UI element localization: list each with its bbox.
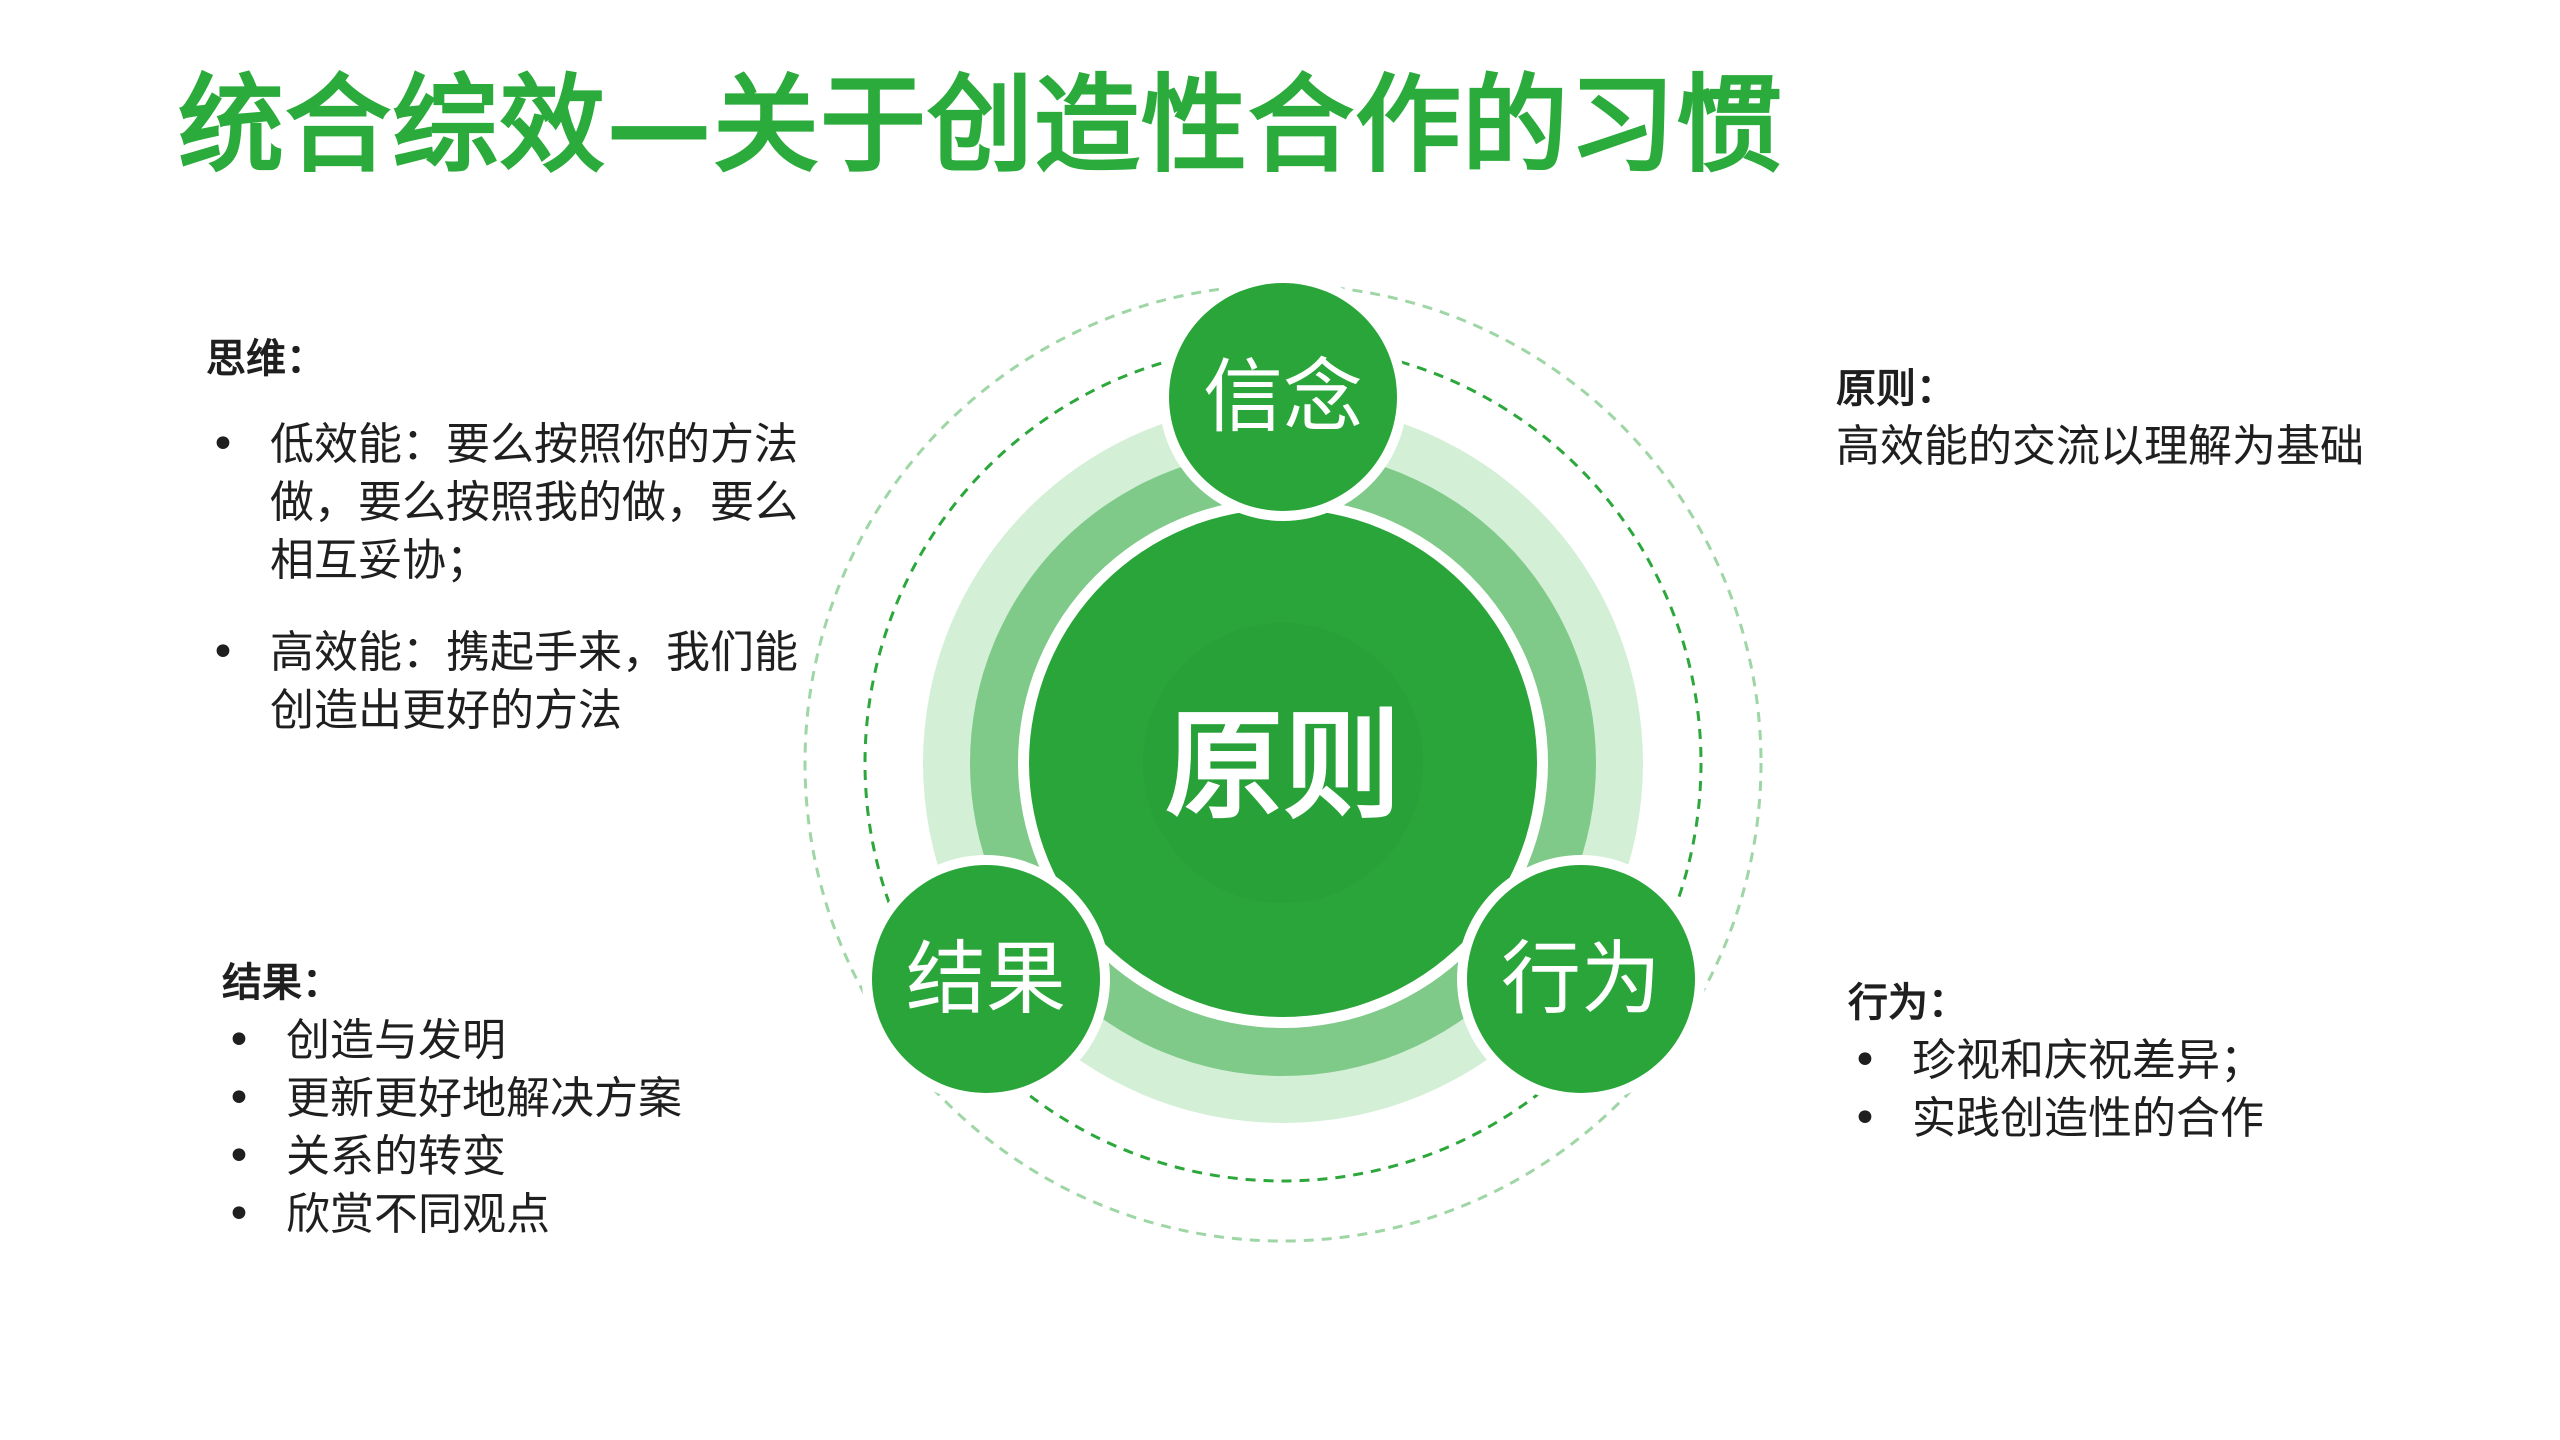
- list-item: • 实践创造性的合作: [1848, 1090, 2488, 1148]
- bullet-icon: •: [1852, 1035, 1878, 1086]
- principle-section: 原则： 高效能的交流以理解为基础: [1836, 360, 2476, 476]
- node-top: [1169, 283, 1397, 511]
- list-item: • 创造与发明: [222, 1012, 842, 1070]
- bullet-icon: •: [1852, 1093, 1878, 1144]
- list-item-text: 更新更好地解决方案: [286, 1073, 682, 1124]
- bullet-icon: •: [226, 1131, 252, 1182]
- list-item: • 珍视和庆祝差异；: [1848, 1032, 2488, 1090]
- list-item: • 欣赏不同观点: [222, 1186, 842, 1244]
- thinking-list: • 低效能：要么按照你的方法做，要么按照我的做，要么相互妥协； • 高效能：携起…: [206, 416, 826, 740]
- list-item-text: 创造与发明: [286, 1015, 506, 1066]
- principle-heading: 原则：: [1836, 366, 1956, 412]
- thinking-heading: 思维：: [206, 336, 326, 382]
- principle-text: 高效能的交流以理解为基础: [1836, 421, 2364, 472]
- node-top-label: 信念: [1203, 351, 1363, 444]
- list-item-text: 低效能：要么按照你的方法做，要么按照我的做，要么相互妥协；: [270, 419, 798, 586]
- bullet-icon: •: [226, 1015, 252, 1066]
- node-right-label: 行为: [1501, 933, 1661, 1026]
- node-left-label: 结果: [906, 933, 1066, 1026]
- list-item-text: 珍视和庆祝差异；: [1912, 1035, 2264, 1086]
- list-item: • 关系的转变: [222, 1128, 842, 1186]
- center-inner-glow: [1143, 623, 1423, 903]
- list-item-text: 关系的转变: [286, 1131, 506, 1182]
- list-item: • 低效能：要么按照你的方法做，要么按照我的做，要么相互妥协；: [206, 416, 826, 590]
- center-label: 原则: [1165, 697, 1401, 835]
- page-title: 统合综效—关于创造性合作的习惯: [178, 64, 1783, 187]
- thinking-section: 思维： • 低效能：要么按照你的方法做，要么按照我的做，要么相互妥协； • 高效…: [206, 330, 826, 774]
- bullet-icon: •: [226, 1073, 252, 1124]
- list-item-text: 欣赏不同观点: [286, 1189, 550, 1240]
- result-list: • 创造与发明 • 更新更好地解决方案 • 关系的转变 • 欣赏不同观点: [222, 1012, 842, 1244]
- list-item: • 高效能：携起手来，我们能创造出更好的方法: [206, 624, 826, 740]
- list-item-text: 实践创造性的合作: [1912, 1093, 2264, 1144]
- list-item: • 更新更好地解决方案: [222, 1070, 842, 1128]
- list-item-text: 高效能：携起手来，我们能创造出更好的方法: [270, 627, 798, 736]
- result-heading: 结果：: [222, 960, 342, 1006]
- action-list: • 珍视和庆祝差异； • 实践创造性的合作: [1848, 1032, 2488, 1148]
- bullet-icon: •: [210, 419, 236, 470]
- action-heading: 行为：: [1848, 980, 1968, 1026]
- action-section: 行为： • 珍视和庆祝差异； • 实践创造性的合作: [1848, 974, 2488, 1148]
- node-left: [872, 865, 1100, 1093]
- node-right: [1467, 865, 1695, 1093]
- bullet-icon: •: [210, 627, 236, 678]
- bullet-icon: •: [226, 1189, 252, 1240]
- result-section: 结果： • 创造与发明 • 更新更好地解决方案 • 关系的转变 • 欣赏不同观点: [222, 954, 842, 1244]
